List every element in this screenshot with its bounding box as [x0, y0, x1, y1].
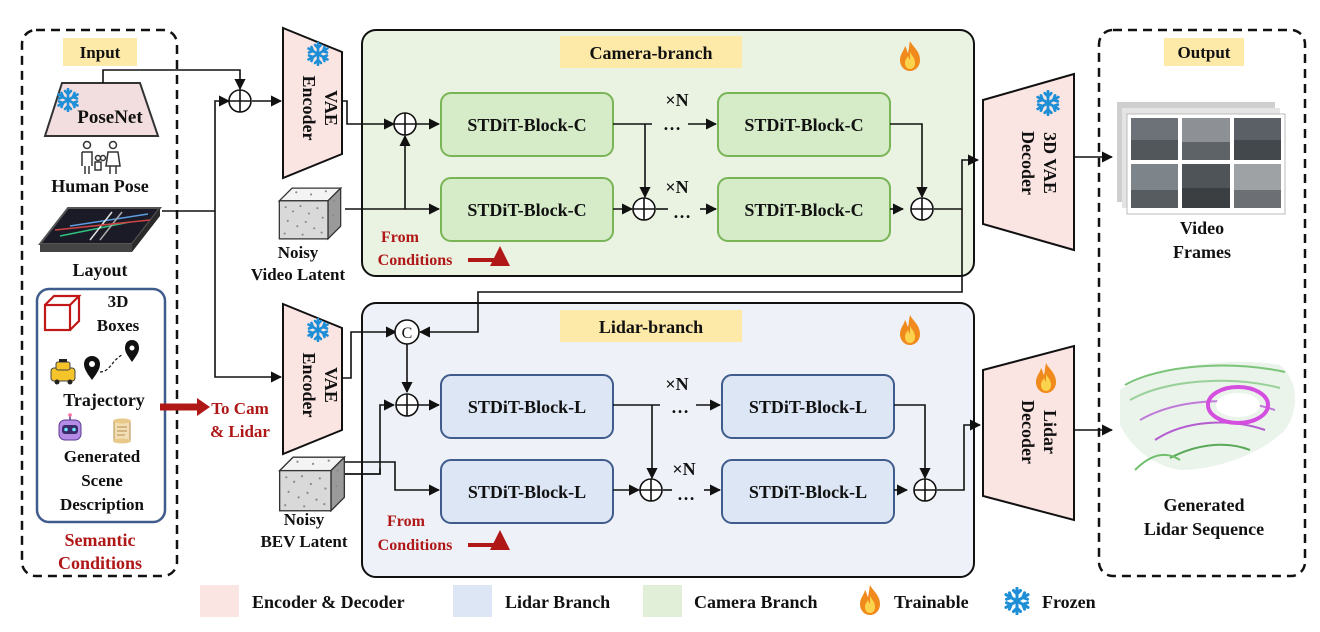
stdit-block-l-2-label: STDiT-Block-L: [749, 397, 867, 417]
input-title: Input: [80, 43, 121, 62]
camera-from-arrow: [468, 246, 510, 266]
lidar-branch-title-tag: [560, 310, 742, 342]
stdit-block-c-4-label: STDiT-Block-C: [744, 200, 863, 220]
vae-decoder-line1: 3D VAE: [1040, 132, 1060, 194]
legend-encoder-label: Encoder & Decoder: [252, 592, 405, 612]
stdit-block-l-4-label: STDiT-Block-L: [749, 482, 867, 502]
legend-trainable-label: Trainable: [894, 592, 969, 612]
stdit-block-c-2-label: STDiT-Block-C: [744, 115, 863, 135]
to-cam-label-line1: To Cam: [211, 399, 268, 418]
input-title-tag: [63, 38, 137, 66]
output-title-tag: [1164, 38, 1244, 66]
camera-branch-title-tag: [560, 36, 742, 68]
legend-swatch-encoder: [200, 585, 239, 617]
layout-map-icon: [37, 207, 163, 252]
desc-label-line1: Generated: [64, 447, 141, 466]
semantic-label-line2: Conditions: [58, 553, 142, 573]
vae-encoder-bottom-line1: VAE: [321, 367, 341, 403]
taxi-icon: [50, 359, 76, 385]
boxes-label-line1: 3D: [108, 292, 129, 311]
camera-connectors: [342, 100, 980, 215]
stdit-block-c-3-label: STDiT-Block-C: [467, 200, 586, 220]
lidar-output-line2: Lidar Sequence: [1144, 519, 1264, 539]
lidar-decoder-line1: Lidar: [1040, 410, 1060, 454]
cube-icon: [43, 294, 82, 332]
snowflake-icon: [1004, 587, 1030, 615]
family-icon: [81, 140, 121, 174]
posenet-label: PoseNet: [77, 107, 143, 128]
output-title: Output: [1178, 43, 1231, 62]
map-pin-icon: [84, 340, 139, 380]
legend-camera-label: Camera Branch: [694, 592, 817, 612]
video-frames-image: [1117, 102, 1286, 215]
stdit-block-l-3: [440, 459, 614, 524]
camera-from-line1: From: [381, 229, 420, 246]
lidar-repeat-1: ×N: [665, 374, 688, 394]
vae-encoder-top-line1: VAE: [321, 90, 341, 126]
flame-icon: [860, 585, 880, 615]
legend-lidar-label: Lidar Branch: [505, 592, 610, 612]
vae-encoder-bottom: [282, 302, 343, 456]
camera-repeat-2: ×N: [665, 177, 688, 197]
vae-decoder: [982, 72, 1075, 252]
lidar-dots-1: …: [671, 397, 689, 417]
lidar-decoder-line2: Decoder: [1018, 400, 1038, 464]
lidar-repeat-2: ×N: [672, 459, 695, 479]
stdit-block-l-1-label: STDiT-Block-L: [468, 397, 586, 417]
vae-decoder-line2: Decoder: [1018, 131, 1038, 195]
bev-latent-line2: BEV Latent: [260, 532, 347, 551]
bev-latent-line1: Noisy: [284, 510, 325, 529]
lidar-connectors: [342, 209, 982, 496]
legend-swatch-camera: [643, 585, 682, 617]
vae-encoder-top: [282, 26, 343, 180]
stdit-block-l-4: [721, 459, 895, 524]
video-frames-line2: Frames: [1173, 242, 1231, 262]
input-connectors: [102, 69, 283, 383]
camera-dots-2: …: [673, 202, 691, 222]
stdit-block-l-1: [440, 374, 614, 439]
stdit-block-c-1-label: STDiT-Block-C: [467, 115, 586, 135]
concat-label: C: [402, 325, 413, 342]
concat-node: [394, 319, 420, 345]
legend-swatch-lidar: [453, 585, 492, 617]
legend-frozen-label: Frozen: [1042, 592, 1096, 612]
to-cam-label-line2: & Lidar: [210, 422, 270, 441]
boxes-label-line2: Boxes: [97, 316, 140, 335]
latent-cube-icon: [278, 187, 342, 240]
lidar-output-line1: Generated: [1164, 495, 1245, 515]
legend: Encoder & Decoder Lidar Branch Camera Br…: [200, 585, 1096, 617]
latent-cube-icon: [278, 456, 346, 512]
stdit-block-l-2: [721, 374, 895, 439]
output-panel: [1097, 28, 1307, 578]
camera-branch-title: Camera-branch: [590, 43, 713, 63]
semantic-label-line1: Semantic: [65, 530, 136, 550]
lidar-from-line2: Conditions: [378, 537, 453, 554]
lidar-from-arrow: [468, 530, 510, 550]
input-panel: [20, 28, 179, 578]
scroll-icon: [113, 418, 131, 444]
video-latent-line1: Noisy: [278, 243, 319, 262]
video-frames-line1: Video: [1180, 218, 1224, 238]
camera-repeat-1: ×N: [665, 90, 688, 110]
vae-encoder-bottom-line2: Encoder: [299, 353, 319, 418]
camera-dots-1: …: [663, 114, 681, 134]
layout-label: Layout: [72, 260, 127, 280]
camera-from-line2: Conditions: [378, 252, 453, 269]
stdit-block-l-3-label: STDiT-Block-L: [468, 482, 586, 502]
lidar-dots-2: …: [677, 484, 695, 504]
lidar-branch-panel: [361, 302, 975, 578]
robot-icon: [58, 413, 82, 441]
lidar-point-cloud-image: [1120, 361, 1296, 471]
human-pose-label: Human Pose: [51, 176, 149, 196]
desc-label-line2: Scene: [81, 471, 123, 490]
vae-encoder-top-line2: Encoder: [299, 76, 319, 141]
lidar-from-line1: From: [387, 513, 426, 530]
lidar-branch-title: Lidar-branch: [599, 317, 703, 337]
trajectory-label: Trajectory: [63, 390, 145, 410]
video-latent-line2: Video Latent: [251, 265, 346, 284]
desc-label-line3: Description: [60, 495, 145, 514]
